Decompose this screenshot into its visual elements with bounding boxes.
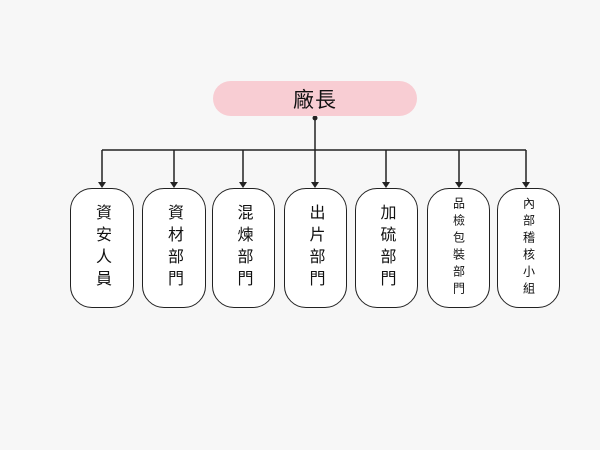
root-node-factory-director: 廠長	[213, 81, 417, 116]
dept-node-label: 內部稽核小組	[521, 197, 536, 299]
dept-node-label: 加硫部門	[377, 204, 397, 292]
dept-node-label: 品檢包裝部門	[451, 197, 466, 299]
dept-node-label: 出片部門	[306, 204, 326, 292]
dept-node-materials: 資材部門	[142, 188, 206, 308]
dept-node-sheeting: 出片部門	[284, 188, 347, 308]
dept-node-security: 資安人員	[70, 188, 134, 308]
dept-node-internal-audit: 內部稽核小組	[497, 188, 560, 308]
root-node-label: 廠長	[293, 87, 337, 112]
dept-node-label: 混煉部門	[234, 204, 254, 292]
dept-node-label: 資安人員	[93, 204, 112, 292]
dept-node-label: 資材部門	[165, 204, 184, 292]
dept-node-mixing: 混煉部門	[212, 188, 275, 308]
dept-node-vulcanizing: 加硫部門	[355, 188, 418, 308]
dept-node-qc-packaging: 品檢包裝部門	[427, 188, 490, 308]
